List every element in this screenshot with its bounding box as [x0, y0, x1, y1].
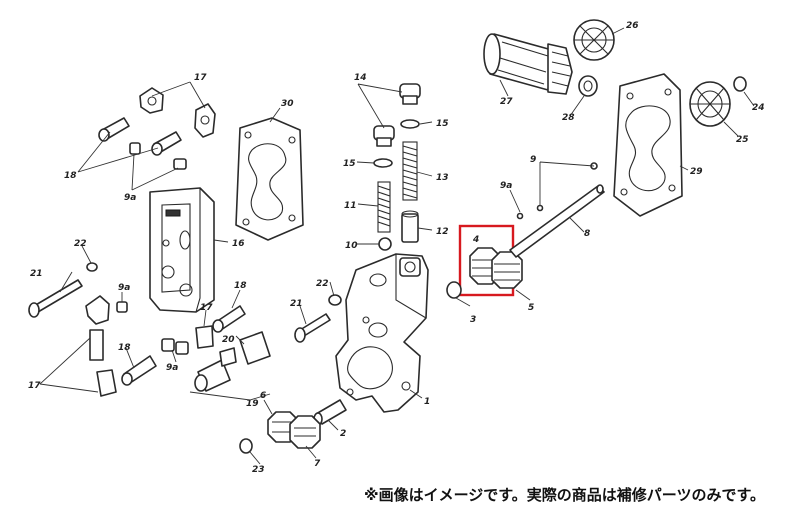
callout-23-center: 22	[316, 279, 329, 289]
oring-16-left	[373, 158, 393, 168]
oring-16-right	[400, 119, 420, 129]
bolt-22-center	[294, 313, 331, 343]
ring-24	[239, 438, 253, 454]
gear-27	[573, 19, 615, 61]
callout-23-left: 22	[74, 239, 87, 249]
fitting-18-upper	[139, 87, 216, 138]
callout-31: 30	[281, 99, 294, 109]
bracket-20	[189, 391, 271, 401]
nut-10-upper	[129, 142, 187, 170]
callout-17: 16	[232, 239, 245, 249]
leader-lines	[39, 27, 755, 465]
gasket-31	[235, 117, 304, 241]
callout-6: 6	[260, 391, 266, 401]
bolt-22-left	[28, 279, 83, 318]
pump-body-1	[335, 253, 429, 413]
callout-19-low: 18	[118, 343, 131, 353]
ring-3	[446, 281, 462, 299]
callout-10-top: 9a	[124, 193, 136, 203]
callout-21: 20	[222, 335, 235, 345]
callout-5: 5	[528, 303, 534, 313]
washer-23-center	[328, 294, 342, 306]
washer-29	[578, 75, 598, 97]
cap-15-upper	[399, 83, 421, 105]
shaft-2	[313, 399, 347, 426]
callout-20: 19	[246, 399, 259, 409]
callout-28: 27	[500, 97, 513, 107]
image-disclaimer-note: ※画像はイメージです。実際の商品は補修パーツのみです。	[364, 486, 765, 504]
fitting-18-middle	[195, 325, 214, 349]
callout-18-mid: 17	[200, 303, 213, 313]
callout-10-low: 9a	[166, 363, 178, 373]
gear-shaft-28	[483, 33, 573, 95]
callout-25: 24	[752, 103, 765, 113]
callout-10-left: 9a	[118, 283, 130, 293]
pin-9b	[536, 204, 544, 212]
nut-10-lower	[161, 338, 189, 355]
gear-26	[689, 81, 731, 127]
callout-3: 3	[470, 315, 476, 325]
callout-13: 12	[436, 227, 449, 237]
fitting-18-lower	[85, 295, 117, 397]
spring-14	[402, 141, 418, 201]
callout-8: 8	[584, 229, 590, 239]
gear-7	[289, 415, 321, 449]
washer-23-left	[86, 262, 98, 272]
gear-5	[491, 251, 523, 289]
cover-17	[149, 187, 215, 313]
fitting-19-lower	[121, 305, 246, 386]
ball-11	[378, 237, 392, 251]
shaft-8	[509, 184, 605, 258]
callout-24: 23	[252, 465, 265, 475]
callout-29: 28	[562, 113, 575, 123]
callout-9: 9	[530, 155, 536, 165]
callout-22-left: 21	[30, 269, 43, 279]
ring-25	[733, 76, 747, 92]
callout-27: 26	[626, 21, 639, 31]
cap-15-lower	[373, 125, 395, 147]
callout-19-mid: 18	[234, 281, 247, 291]
callout-22-center: 21	[290, 299, 303, 309]
callout-19-top: 18	[64, 171, 77, 181]
callout-18-low: 17	[28, 381, 41, 391]
pin-9a	[516, 212, 524, 220]
callout-26: 25	[736, 135, 749, 145]
callout-30: 29	[690, 167, 703, 177]
fitting-19-upper	[98, 117, 182, 156]
callout-12: 11	[344, 201, 357, 211]
gasket-30	[613, 73, 683, 217]
callout-11: 10	[345, 241, 358, 251]
nut-10-left	[116, 301, 128, 313]
callout-9a: 9a	[500, 181, 512, 191]
callout-16-right: 15	[436, 119, 449, 129]
callout-18-top: 17	[194, 73, 207, 83]
piston-13	[401, 210, 419, 243]
callout-15: 14	[354, 73, 367, 83]
spring-12	[377, 181, 391, 233]
callout-2: 2	[340, 429, 346, 439]
callout-16-left: 15	[343, 159, 356, 169]
callout-4: 4	[472, 235, 479, 245]
callout-labels: 17 30 18 9a 16 22 21 9a 18 17 20 18 9a 1…	[28, 21, 765, 475]
callout-1: 1	[424, 397, 430, 407]
callout-7: 7	[314, 459, 321, 469]
fitting-20	[194, 331, 271, 392]
callout-14: 13	[436, 173, 449, 183]
